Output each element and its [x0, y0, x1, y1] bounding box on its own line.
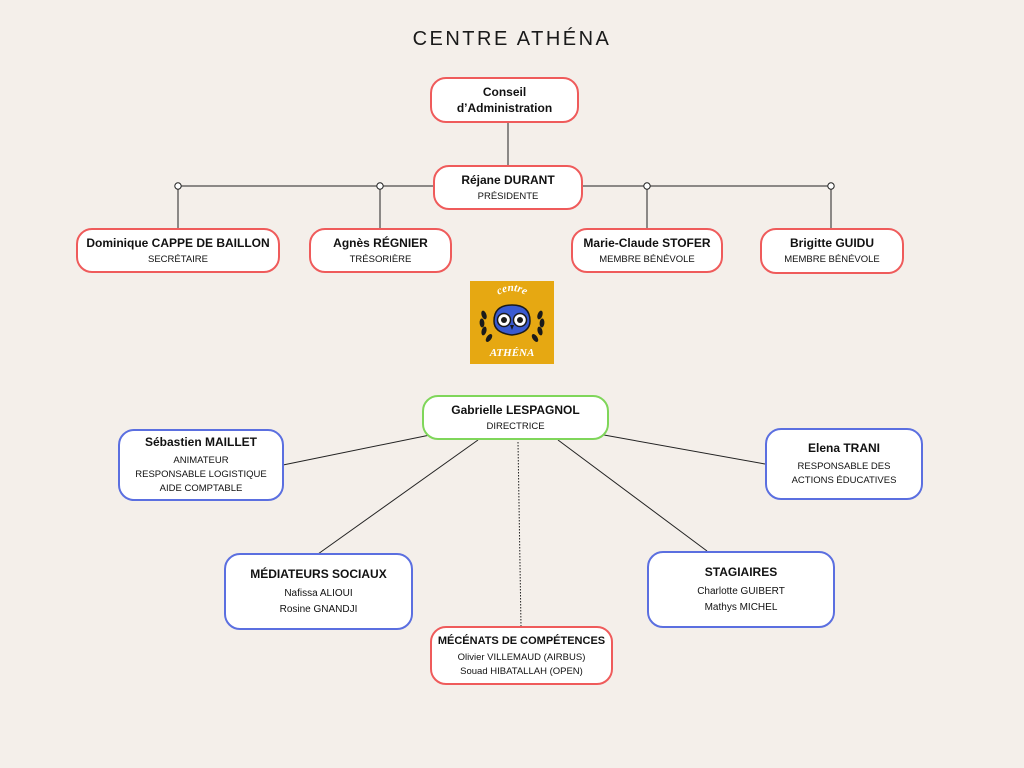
node-secretaire-role: SECRÉTAIRE — [147, 253, 208, 265]
node-mecenats-person-1: Olivier VILLEMAUD (AIRBUS) — [457, 651, 586, 663]
node-secretaire-name: Dominique CAPPE DE BAILLON — [86, 235, 270, 250]
node-director-name: Gabrielle LESPAGNOL — [451, 402, 580, 417]
node-director: Gabrielle LESPAGNOL DIRECTRICE — [422, 395, 609, 440]
connector-dot-stofer — [643, 182, 651, 190]
node-stagiaires: STAGIAIRES Charlotte GUIBERT Mathys MICH… — [647, 551, 835, 628]
connector-director-stagiaires — [557, 439, 708, 552]
node-conseil: Conseil d’Administration — [430, 77, 579, 123]
node-tresoriere-name: Agnès RÉGNIER — [333, 235, 428, 250]
node-mediateurs-name: MÉDIATEURS SOCIAUX — [250, 566, 387, 581]
node-stagiaires-person-1: Charlotte GUIBERT — [697, 585, 785, 597]
node-tresoriere-role: TRÉSORIÈRE — [349, 253, 412, 265]
connector-director-elena — [603, 434, 766, 465]
connector-dot-guidu — [827, 182, 835, 190]
node-director-role: DIRECTRICE — [486, 420, 545, 432]
node-stagiaires-name: STAGIAIRES — [704, 564, 778, 579]
node-mecenats-name: MÉCÉNATS DE COMPÉTENCES — [437, 634, 606, 647]
node-president-name: Réjane DURANT — [461, 172, 555, 187]
logo-text-top: centre — [494, 282, 529, 298]
connector-director-sebastien — [282, 434, 431, 466]
node-mediateurs: MÉDIATEURS SOCIAUX Nafissa ALIOUI Rosine… — [224, 553, 413, 630]
node-sebastien-name: Sébastien MAILLET — [144, 435, 257, 449]
node-elena: Elena TRANI RESPONSABLE DES ACTIONS ÉDUC… — [765, 428, 923, 500]
node-president: Réjane DURANT PRÉSIDENTE — [433, 165, 583, 210]
centre-athena-logo: centre ATHÉNA — [470, 281, 554, 364]
owl-logo-icon: centre ATHÉNA — [479, 282, 545, 359]
node-stofer: Marie-Claude STOFER MEMBRE BÉNÉVOLE — [571, 228, 723, 273]
node-mediateurs-person-1: Nafissa ALIOUI — [284, 587, 353, 599]
node-guidu-role: MEMBRE BÉNÉVOLE — [784, 254, 880, 265]
node-stofer-name: Marie-Claude STOFER — [583, 235, 711, 250]
node-stofer-role: MEMBRE BÉNÉVOLE — [599, 253, 695, 265]
node-sebastien: Sébastien MAILLET ANIMATEUR RESPONSABLE … — [118, 429, 284, 501]
node-conseil-line1: Conseil — [482, 85, 527, 99]
logo-text-bottom: ATHÉNA — [489, 347, 535, 359]
connector-director-mecenats — [517, 441, 522, 627]
node-sebastien-role-3: AIDE COMPTABLE — [159, 483, 243, 494]
node-tresoriere: Agnès RÉGNIER TRÉSORIÈRE — [309, 228, 452, 273]
page-title: CENTRE ATHÉNA — [412, 28, 612, 50]
node-elena-role-1: RESPONSABLE DES — [797, 461, 891, 472]
node-president-role: PRÉSIDENTE — [477, 190, 539, 202]
node-secretaire: Dominique CAPPE DE BAILLON SECRÉTAIRE — [76, 228, 280, 273]
node-mecenats-person-2: Souad HIBATALLAH (OPEN) — [460, 665, 583, 677]
node-elena-name: Elena TRANI — [807, 441, 880, 455]
node-sebastien-role-2: RESPONSABLE LOGISTIQUE — [135, 469, 267, 480]
node-sebastien-role-1: ANIMATEUR — [173, 455, 229, 466]
connector-dot-tresoriere — [376, 182, 384, 190]
connector-dot-secretaire — [174, 182, 182, 190]
node-conseil-line2: d’Administration — [456, 101, 553, 115]
node-mecenats: MÉCÉNATS DE COMPÉTENCES Olivier VILLEMAU… — [430, 626, 613, 685]
node-guidu: Brigitte GUIDU MEMBRE BÉNÉVOLE — [760, 228, 904, 274]
connector-director-mediateurs — [317, 439, 479, 555]
node-mediateurs-person-2: Rosine GNANDJI — [279, 603, 358, 615]
node-guidu-name: Brigitte GUIDU — [790, 236, 874, 250]
node-elena-role-2: ACTIONS ÉDUCATIVES — [791, 475, 897, 486]
node-stagiaires-person-2: Mathys MICHEL — [704, 601, 778, 613]
